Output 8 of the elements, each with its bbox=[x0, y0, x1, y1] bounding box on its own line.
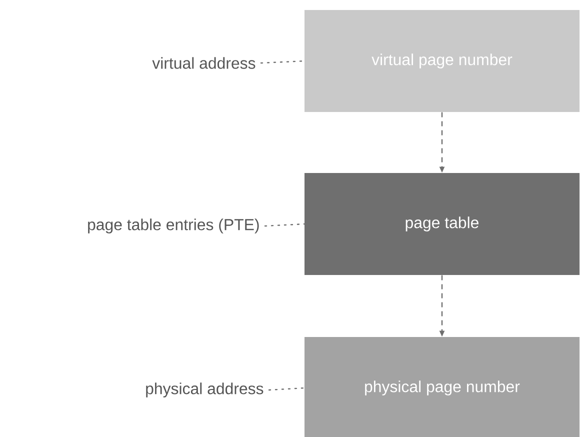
leader-line bbox=[260, 60, 305, 64]
leader-line bbox=[268, 387, 305, 391]
process-box: page table bbox=[304, 173, 580, 275]
address-label: virtual address bbox=[152, 57, 256, 69]
leader-line bbox=[264, 223, 305, 227]
address-label: page table entries (PTE) bbox=[88, 218, 259, 234]
process-box: physical page number bbox=[304, 337, 580, 437]
address-label: physical address bbox=[146, 382, 264, 398]
